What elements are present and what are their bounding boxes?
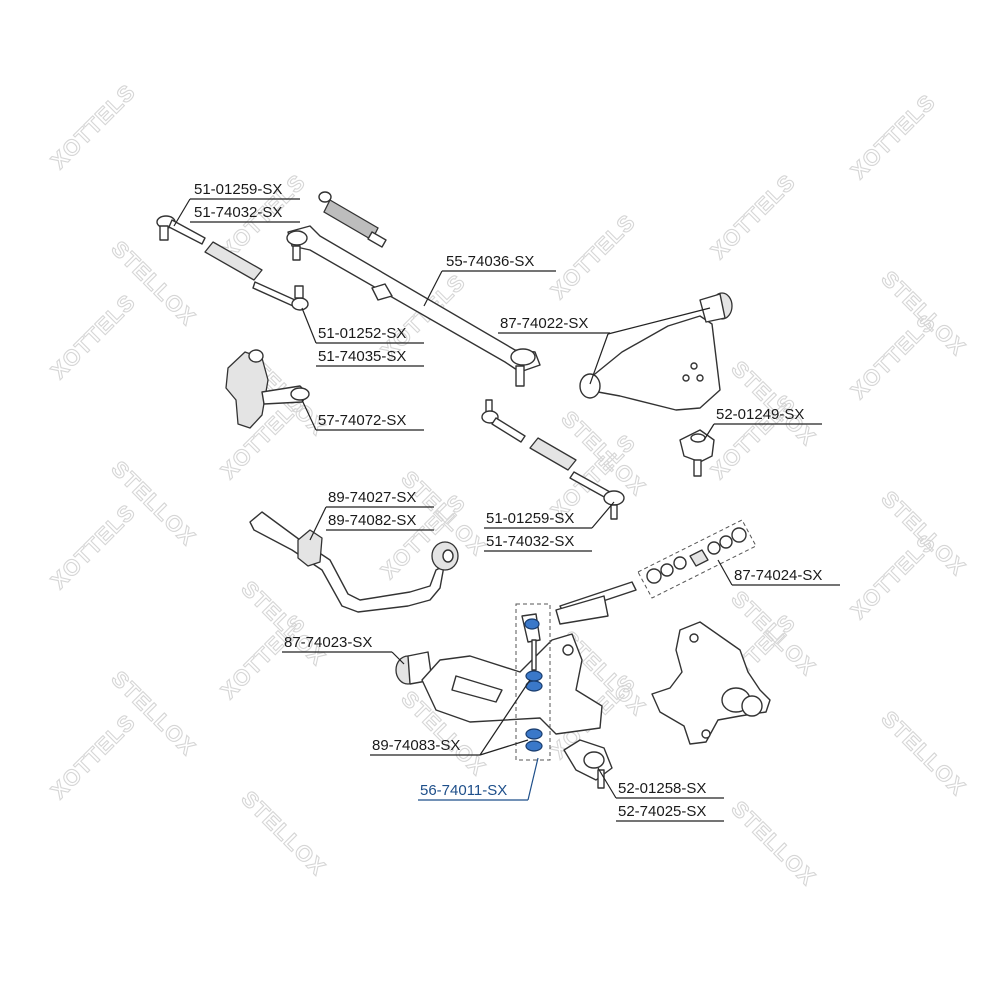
watermark-text: XOTTELS (846, 309, 940, 403)
label-inner-end-2[interactable]: 51-74035-SX (318, 348, 406, 365)
label-tie-rod-end-mid-2[interactable]: 51-74032-SX (486, 533, 574, 550)
watermark-text: XOTTELS (216, 609, 310, 703)
label-inner-end-1[interactable]: 51-01252-SX (318, 325, 406, 342)
watermark-text: STELLOX (876, 706, 970, 800)
stabilizer-link[interactable] (515, 603, 551, 761)
label-drag-link[interactable]: 55-74036-SX (446, 253, 534, 270)
lower-arm-pin[interactable] (555, 581, 637, 625)
label-stab-bushing-2[interactable]: 89-74082-SX (328, 512, 416, 529)
watermark-text: XOTTELS (46, 499, 140, 593)
lower-arm-bush-kit[interactable] (637, 519, 757, 599)
label-upper-ball-joint[interactable]: 52-01249-SX (716, 406, 804, 423)
label-tie-rod-end-mid-1[interactable]: 51-01259-SX (486, 510, 574, 527)
lower-arm-bushing[interactable] (395, 651, 433, 685)
watermark-text: XOTTELS (46, 709, 140, 803)
idler-arm[interactable] (225, 349, 310, 429)
watermark-text: STELLOX (726, 796, 820, 890)
lower-control-arm[interactable] (421, 633, 603, 735)
watermark-text: XOTTELS (546, 209, 640, 303)
label-upper-arm[interactable]: 87-74022-SX (500, 315, 588, 332)
label-tie-rod-end-top-1[interactable]: 51-01259-SX (194, 181, 282, 198)
tie-rod-end-mid[interactable] (481, 399, 526, 443)
tie-rod-sleeve-top[interactable] (204, 241, 263, 281)
watermark-text: XOTTELS (706, 169, 800, 263)
label-idler-arm[interactable]: 57-74072-SX (318, 412, 406, 429)
label-stab-bushing-1[interactable]: 89-74027-SX (328, 489, 416, 506)
stabilizer-bar[interactable] (249, 511, 459, 613)
watermark-layer: XOTTELS STELLOX XOTTELS STELLOX XOTTELS … (45, 79, 971, 891)
inner-tie-rod-end[interactable] (252, 281, 309, 311)
label-lower-ball-joint-2[interactable]: 52-74025-SX (618, 803, 706, 820)
label-stab-link[interactable]: 56-74011-SX (420, 782, 507, 799)
steering-knuckle[interactable] (651, 621, 771, 745)
watermark-text: XOTTELS (846, 529, 940, 623)
tie-rod-end-top[interactable] (156, 215, 206, 245)
label-lower-ball-joint-1[interactable]: 52-01258-SX (618, 780, 706, 797)
outer-tie-rod-end-mid[interactable] (569, 471, 625, 520)
label-lower-arm-bushing[interactable]: 87-74023-SX (284, 634, 372, 651)
watermark-text: XOTTELS (46, 79, 140, 173)
tie-rod-sleeve-mid[interactable] (529, 437, 577, 471)
label-lower-arm-bush-kit[interactable]: 87-74024-SX (734, 567, 822, 584)
label-tie-rod-end-top-2[interactable]: 51-74032-SX (194, 204, 282, 221)
leader-lines (173, 198, 840, 822)
watermark-text: XOTTELS (846, 89, 940, 183)
watermark-text: XOTTELS (706, 389, 800, 483)
label-stab-link-bushing[interactable]: 89-74083-SX (372, 737, 460, 754)
center-link[interactable] (286, 225, 541, 387)
steering-damper[interactable] (318, 191, 387, 248)
upper-control-arm[interactable] (579, 292, 733, 411)
watermark-text: STELLOX (236, 786, 330, 880)
part-labels: 51-01259-SX 51-74032-SX 55-74036-SX 87-7… (194, 181, 822, 820)
lower-ball-joint[interactable] (563, 739, 613, 789)
watermark-text: XOTTELS (46, 289, 140, 383)
